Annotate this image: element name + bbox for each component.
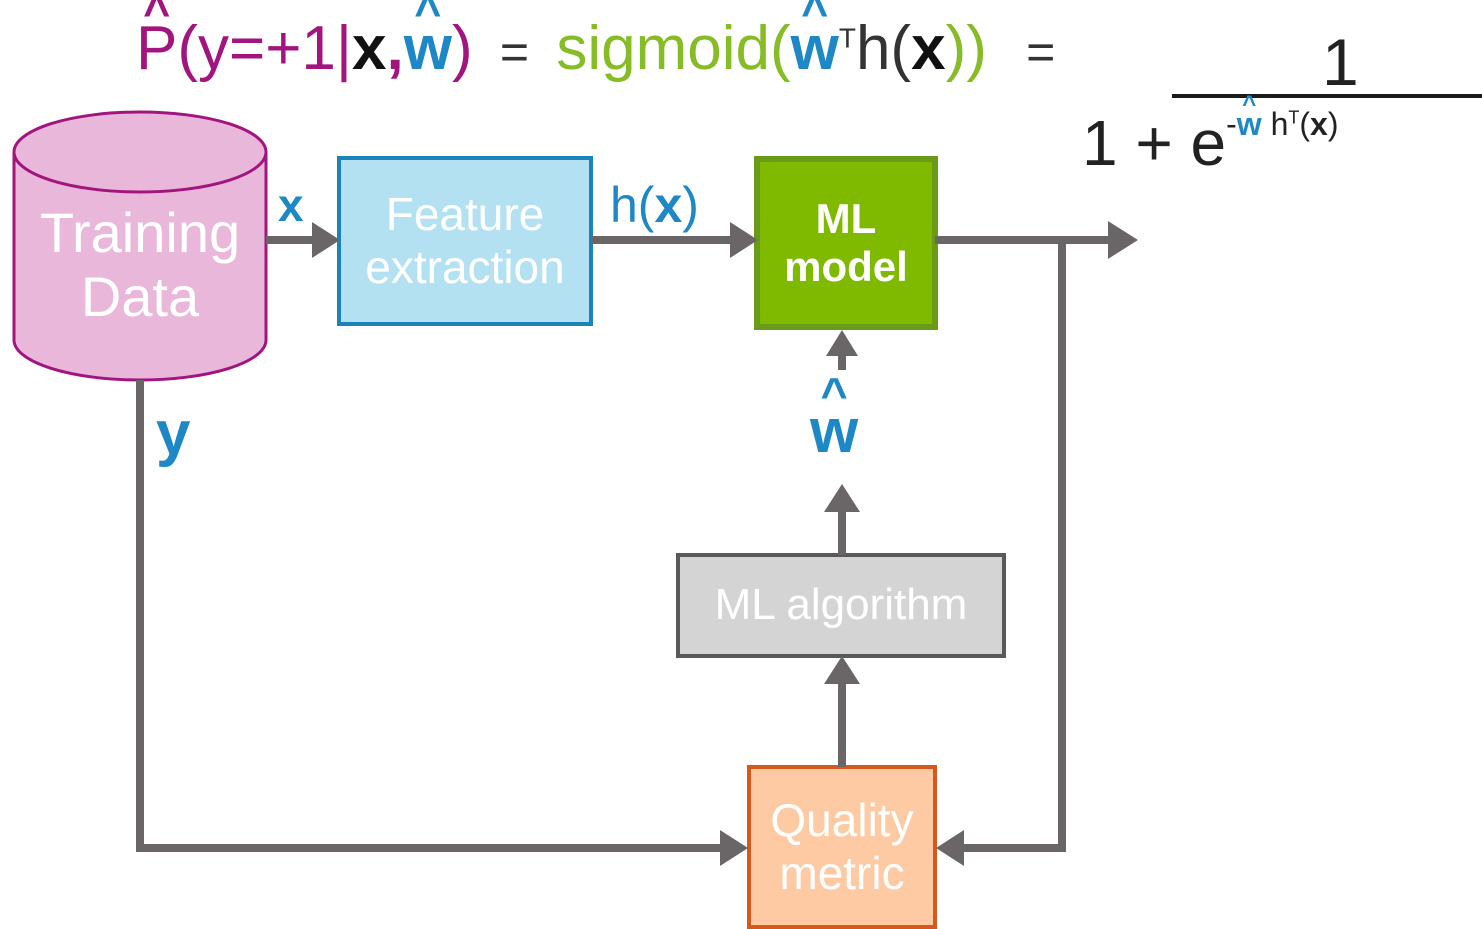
training-data-label: Training Data [14, 190, 266, 340]
ml-model-box [754, 156, 938, 330]
y-equals-plus-one: y=+1 [198, 14, 336, 83]
feature-extraction-label: Feature extraction [339, 160, 591, 322]
w-hat: w [404, 18, 452, 80]
comma: , [386, 14, 404, 83]
p-hat: P [136, 18, 177, 80]
transpose: T [1288, 107, 1300, 128]
label-line: extraction [365, 241, 565, 293]
w-hat: w [791, 18, 839, 80]
paren: ( [769, 14, 791, 83]
label-line: Training [39, 200, 241, 264]
training-data-cylinder [12, 110, 268, 382]
label-line: Feature [385, 188, 545, 241]
equals-sign: = [499, 24, 530, 80]
x-vector: x [352, 14, 387, 83]
quality-metric-label: Quality metric [749, 769, 935, 925]
arrowhead [312, 222, 340, 258]
fraction-numerator: 1 [1322, 25, 1359, 99]
paren: ) [451, 14, 473, 83]
arrowhead [826, 330, 858, 356]
w-hat: w [1237, 108, 1262, 140]
fraction-denominator: 1 + e-w hT(x) [1082, 108, 1338, 175]
ml-model-label: ML model [757, 162, 935, 324]
denominator-base: 1 + e [1082, 107, 1227, 179]
label-line: metric [779, 847, 905, 899]
arrowhead [720, 830, 748, 866]
edge-label-x: x [278, 179, 304, 231]
paren: )) [945, 14, 987, 83]
edge-label-hx: h(x) [610, 176, 699, 234]
w-symbol: w [1236, 106, 1262, 142]
label-line: model [784, 243, 908, 290]
edge-label-y: y [156, 399, 191, 468]
sigmoid-label: sigmoid [556, 14, 770, 83]
paren: ( [177, 14, 199, 83]
probability-equation: P (y=+1|x,w) = sigmoid(wTh(x)) = [136, 18, 1055, 80]
w-symbol: w [403, 14, 452, 83]
h-function: h [1270, 106, 1289, 142]
arrowhead [936, 830, 964, 866]
paren: ) [682, 177, 699, 233]
ml-algorithm-box [676, 553, 1006, 658]
x-vector: x [1310, 106, 1328, 142]
w-symbol: w [810, 397, 859, 466]
x-vector: x [911, 14, 946, 83]
paren: ) [1327, 106, 1339, 142]
edge-label-w: w [810, 396, 858, 467]
w-hat: w [810, 396, 858, 467]
ml-algorithm-label: ML algorithm [678, 557, 1004, 654]
arrowhead [1108, 221, 1138, 259]
h-function: h( [610, 177, 655, 233]
transpose: T [838, 22, 856, 54]
label-line: Data [80, 265, 200, 328]
given-bar: | [335, 14, 353, 83]
paren: ( [1299, 106, 1311, 142]
x-vector: x [654, 177, 683, 233]
label-line: ML [815, 194, 877, 242]
exponent: -w hT(x) [1226, 106, 1338, 142]
label-line: Quality [770, 794, 914, 847]
arrow-prediction-to-metric [960, 240, 1066, 852]
prob-symbol: P [136, 14, 178, 83]
arrow-y-to-metric [136, 380, 724, 852]
arrowhead [824, 484, 860, 512]
arrowhead [730, 222, 758, 258]
h-function: h( [855, 14, 912, 83]
quality-metric-box [747, 765, 937, 929]
arrowhead [824, 656, 860, 684]
equals-sign: = [1026, 24, 1056, 80]
minus-sign: - [1226, 106, 1237, 142]
w-symbol: w [790, 14, 839, 83]
label-line: ML algorithm [714, 580, 968, 630]
